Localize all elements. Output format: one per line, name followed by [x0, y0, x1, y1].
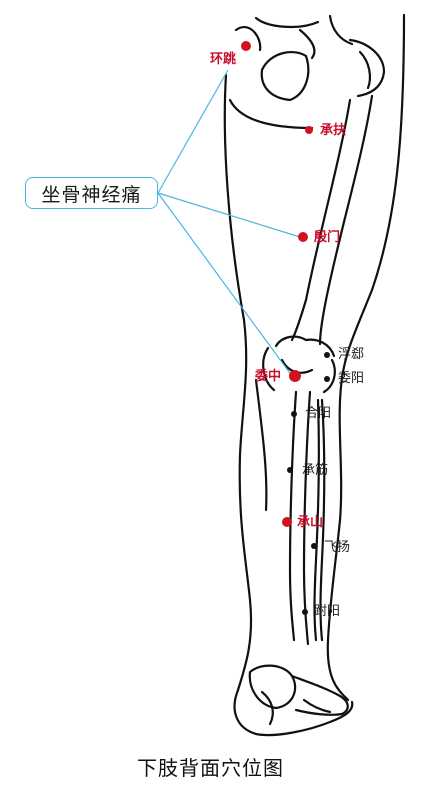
label-chengshan: 承山: [297, 515, 324, 530]
point-fuyang: [302, 609, 308, 615]
label-weiyang: 委阳: [338, 371, 365, 386]
leg-outline: [223, 13, 406, 737]
callout-connectors: [157, 69, 301, 377]
point-yinmen: [298, 232, 308, 242]
point-chengshan: [282, 517, 292, 527]
point-fuxi: [324, 352, 330, 358]
label-chengfu: 承扶: [320, 123, 347, 138]
label-fuxi: 浮郄: [338, 347, 365, 362]
label-huantiao: 环跳: [210, 52, 237, 67]
label-yinmen: 殷门: [314, 230, 341, 245]
label-heyang: 合阳: [305, 406, 332, 421]
label-fuyang: 跗阳: [314, 604, 341, 619]
point-huantiao: [241, 41, 251, 51]
point-weizhong: [289, 370, 301, 382]
point-heyang: [291, 411, 297, 417]
highlight-points: [241, 41, 313, 527]
point-chengfu: [305, 126, 313, 134]
point-feiyang: [311, 543, 317, 549]
other-points: [287, 352, 330, 615]
callout-sciatica: 坐骨神经痛: [25, 177, 158, 209]
label-weizhong: 委中: [255, 369, 282, 384]
point-chengjin: [287, 467, 293, 473]
point-weiyang: [324, 376, 330, 382]
label-chengjin: 承筋: [302, 463, 329, 478]
label-feiyang: 飞扬: [324, 540, 351, 555]
diagram-caption: 下肢背面穴位图: [137, 756, 284, 780]
